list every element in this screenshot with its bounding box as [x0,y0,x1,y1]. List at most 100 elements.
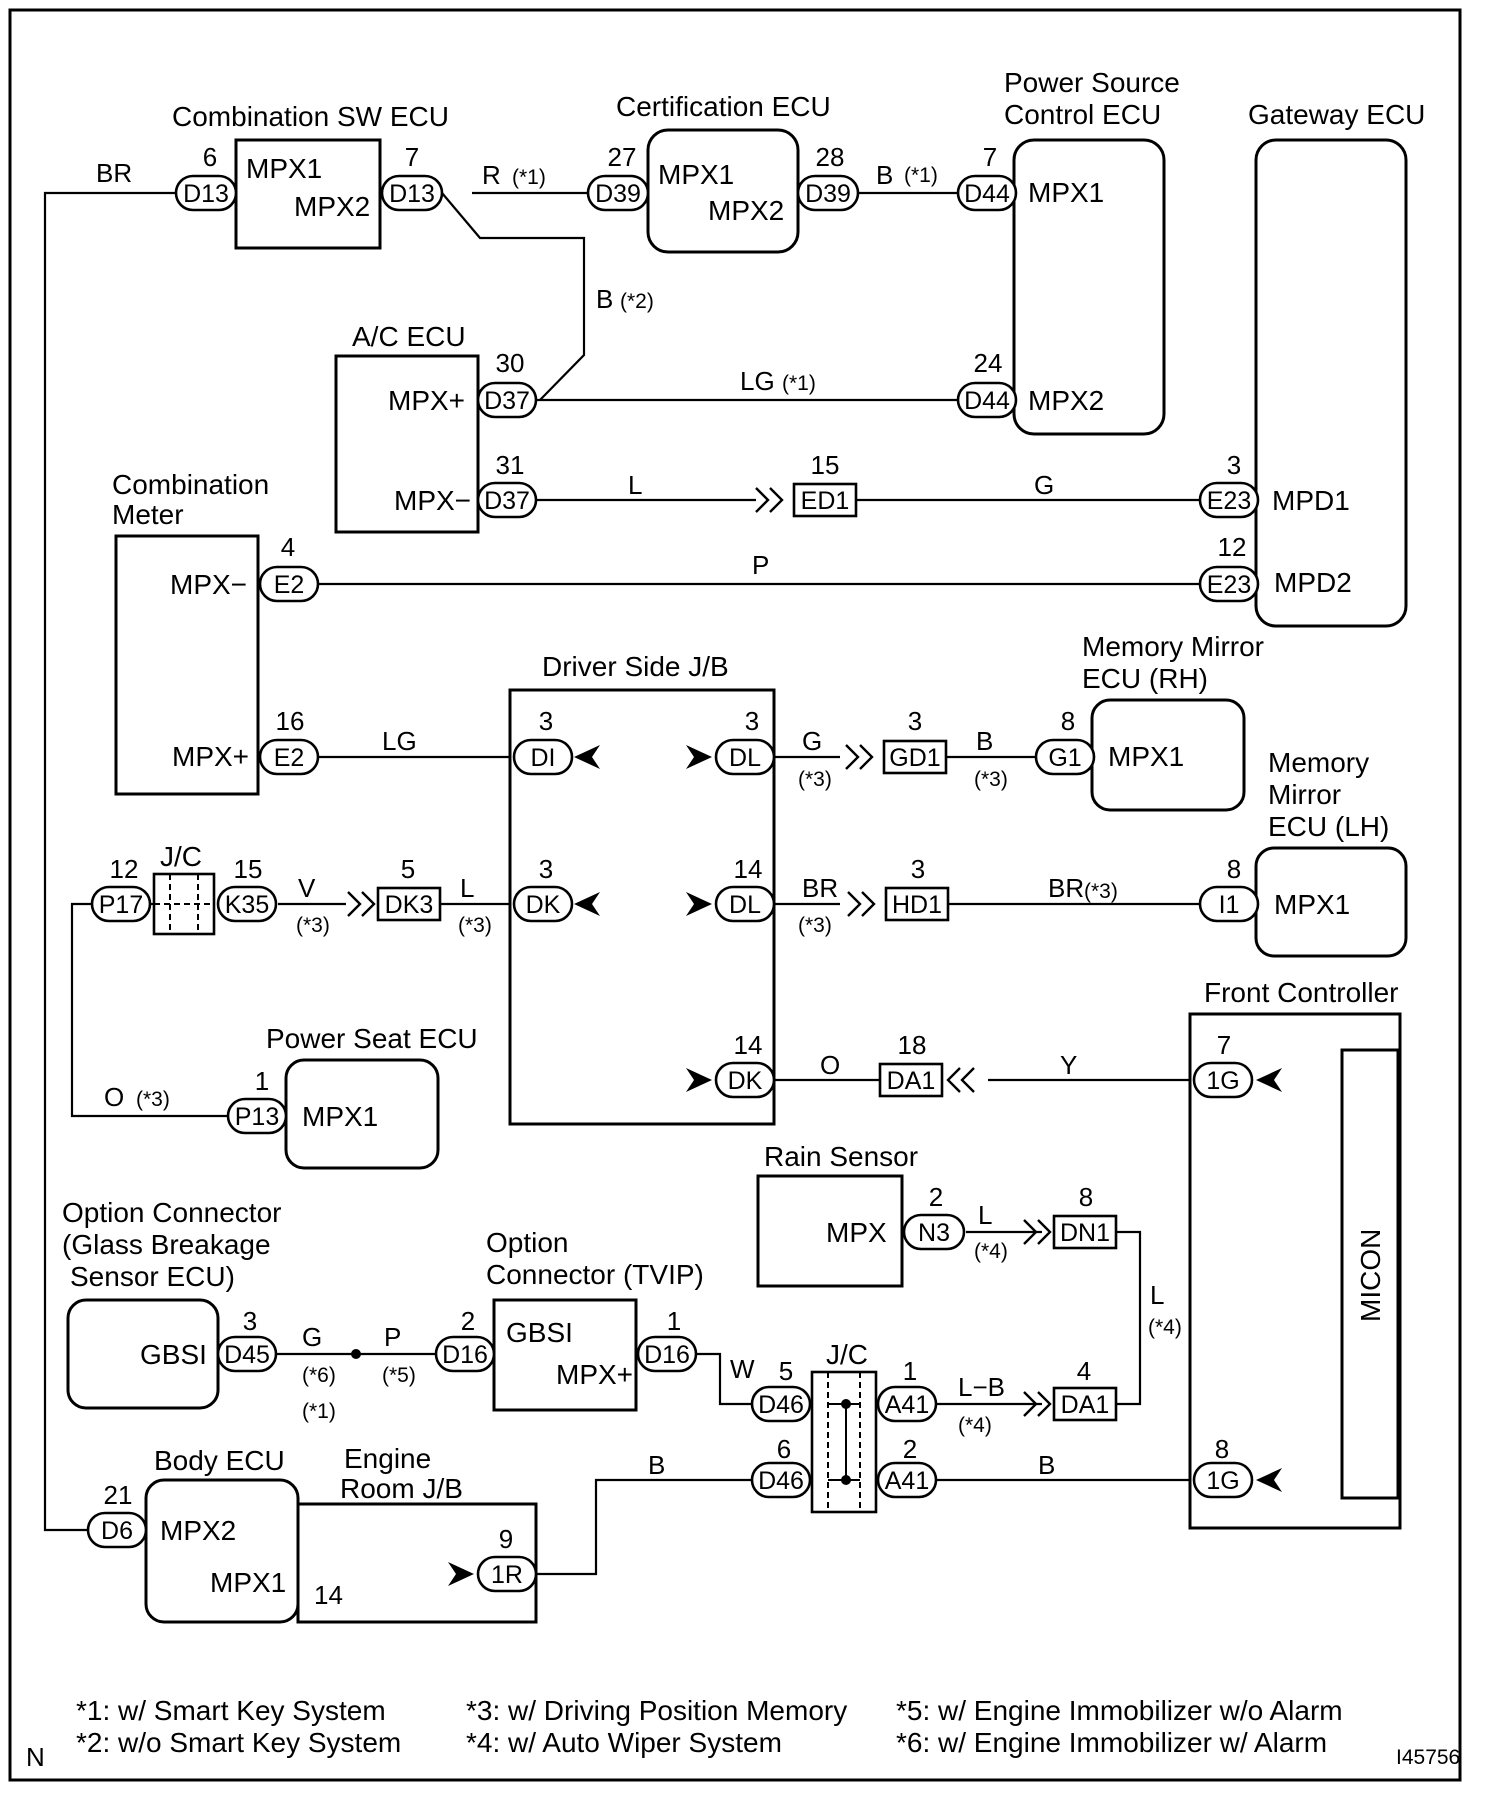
certification-mpx1: MPX1 [658,159,734,190]
option-tvip-title-2: Connector (TVIP) [486,1259,704,1290]
plug-c18 [512,885,574,923]
plug-c14 [714,738,776,776]
junction-boxes [376,482,1118,1422]
jc1-box [152,872,216,936]
plug-c29 [876,1385,938,1423]
wire-label: G [802,726,822,756]
connector-code: P17 [99,891,143,919]
wire-label: BR [1048,873,1084,903]
connector-code: D44 [964,180,1010,208]
wire-b-1r-d46 [536,1478,752,1576]
combination-meter-mpx-plus: MPX+ [172,741,249,772]
wire-label: L [460,873,474,903]
footnote: *1: w/ Smart Key System [76,1695,386,1726]
plug-c25 [216,1335,278,1373]
pin-number: 28 [816,142,845,172]
connector-code: 1G [1206,1067,1239,1095]
option-gbs-gbsi: GBSI [140,1339,207,1370]
corner-label-right: I45756 [1396,1746,1460,1769]
pin-number: 12 [1218,532,1247,562]
plug-c21 [714,1061,776,1099]
filled-terminal-symbols [448,745,1282,1586]
connector-code: D46 [758,1391,804,1419]
pin-number: 8 [1061,706,1075,736]
memory-mirror-rh-title-1: Memory Mirror [1082,631,1264,662]
plug-c34 [476,1555,538,1593]
combination-sw-ecu-box [234,138,382,250]
combination-meter-mpx-minus: MPX− [170,569,247,600]
plug-c10 [258,565,320,603]
junction-pin: 5 [401,854,415,884]
connector-code: D44 [964,387,1010,415]
driver-side-jb-title: Driver Side J/B [542,651,729,682]
pin-number: 31 [496,450,525,480]
connector-code: D6 [101,1517,133,1545]
wire-label: Y [1060,1050,1077,1080]
variant-note: (*4) [958,1414,992,1437]
plug-c24 [902,1213,966,1251]
variant-note: (*5) [382,1364,416,1387]
wire-color-labels: BR R B B LG L G P LG G B V L BR BR O Y O… [96,158,1164,1610]
pin-number: 1 [255,1066,269,1096]
wire-l-dn1-da1 [1116,1230,1142,1406]
wire-label: LG [740,366,775,396]
junction-code: ED1 [801,487,850,515]
gateway-ecu-box [1254,138,1408,628]
chevron-symbols [347,487,1052,1417]
gateway-ecu-title: Gateway ECU [1248,99,1425,130]
variant-note: (*4) [974,1240,1008,1263]
certification-ecu-title: Certification ECU [616,91,831,122]
junction-code: GD1 [889,744,940,772]
combination-meter-title-2: Meter [112,499,184,530]
variant-note: (*1) [302,1400,336,1423]
junction-j3 [376,886,442,922]
rain-sensor-box [756,1174,904,1288]
plug-c11 [1198,565,1260,603]
wire-label: G [302,1322,322,1352]
wire-label: B [976,726,993,756]
junction-code: DA1 [887,1067,936,1095]
pin-number: 7 [405,142,419,172]
connector-code: E23 [1207,487,1251,515]
plug-c13 [512,738,574,776]
wire-label: 14 [314,1580,343,1610]
body-ecu-mpx2: MPX2 [160,1515,236,1546]
option-tvip-mpx-plus: MPX+ [556,1359,633,1390]
pin-number: 2 [929,1182,943,1212]
plug-c4 [796,174,860,212]
variant-note: (*3) [798,768,832,791]
connector-code: K35 [225,891,269,919]
pin-number: 14 [734,854,763,884]
pin-number: 24 [974,348,1003,378]
connector-code: N3 [918,1219,950,1247]
pin-number: 8 [1227,854,1241,884]
connector-code: DI [531,744,556,772]
plug-c17 [216,885,278,923]
junction-pin: 3 [911,854,925,884]
connector-code: D45 [224,1341,270,1369]
junction-code: HD1 [892,891,942,919]
pin-number: 8 [1215,1434,1229,1464]
variant-note: (*1) [904,164,938,187]
body-ecu-title: Body ECU [154,1445,285,1476]
front-controller-title: Front Controller [1204,977,1399,1008]
wire-label: G [1034,470,1054,500]
wire-w-d16-d46 [696,1352,752,1406]
option-tvip-gbsi: GBSI [506,1317,573,1348]
plug-c32 [1192,1461,1254,1499]
pin-number: 6 [777,1434,791,1464]
connector-code: E2 [274,571,305,599]
diagram-frame [8,8,1462,1782]
wire-label: R [482,160,501,190]
plug-c30 [750,1461,812,1499]
variant-note: (*3) [296,914,330,937]
ac-ecu-title: A/C ECU [352,321,466,352]
plug-c12 [258,738,320,776]
plug-c8 [476,481,538,519]
rain-sensor-title: Rain Sensor [764,1141,918,1172]
power-source-mpx1: MPX1 [1028,177,1104,208]
pin-number: 1 [903,1356,917,1386]
variant-note: (*4) [1148,1316,1182,1339]
connector-code: DL [729,891,761,919]
